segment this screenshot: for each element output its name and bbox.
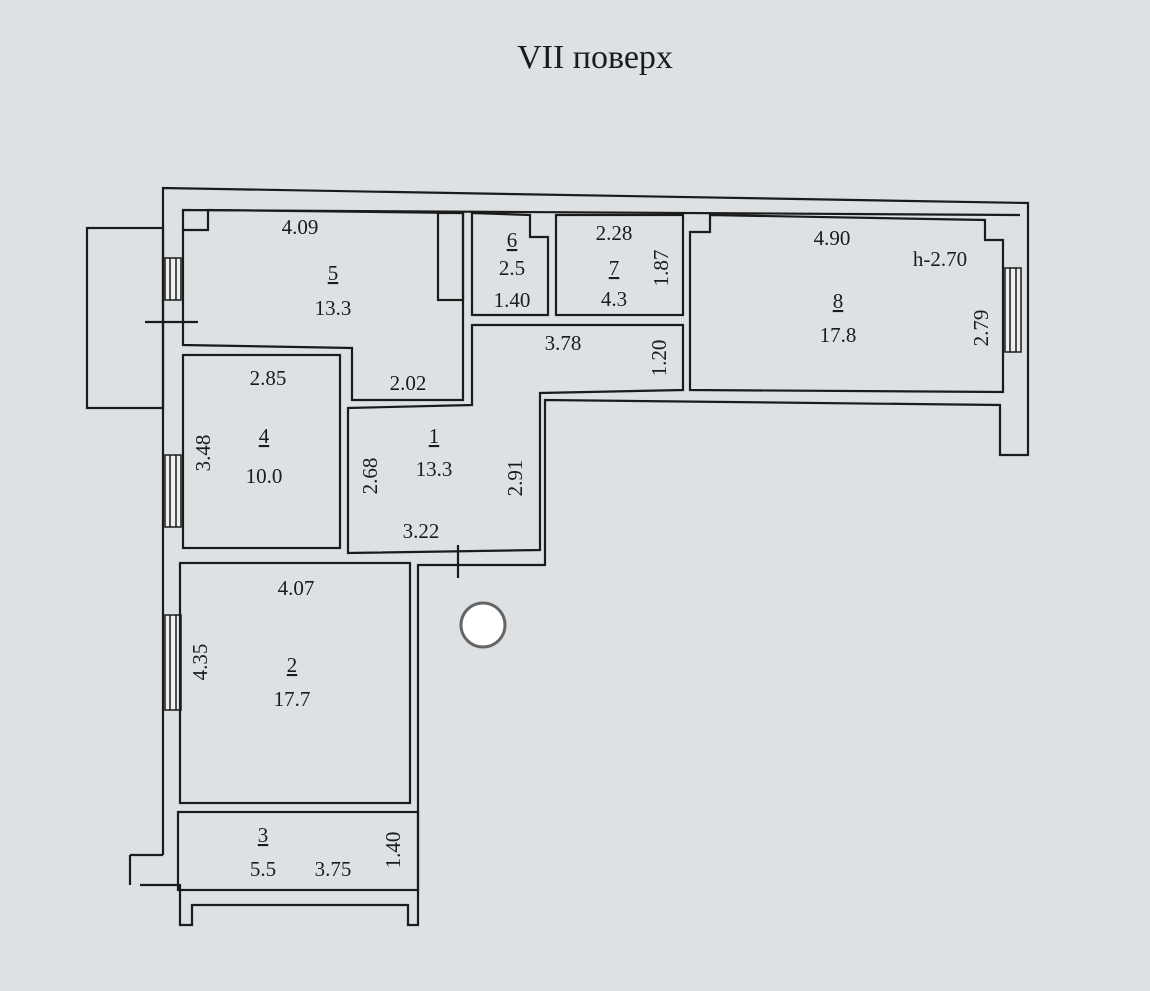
room-3: 3 5.5 3.75 1.40	[250, 823, 405, 881]
room-4-outline	[181, 353, 342, 550]
dimension: 2.28	[596, 221, 633, 245]
room-number: 7	[609, 256, 620, 280]
room-number: 5	[328, 261, 339, 285]
room-7-outline	[554, 213, 685, 317]
dimension: 3.78	[545, 331, 582, 355]
dimension: 4.90	[814, 226, 851, 250]
room-area: 4.3	[601, 287, 627, 311]
dimension: 2.79	[969, 310, 993, 347]
room-area: 10.0	[246, 464, 283, 488]
dimension: 3.48	[191, 435, 215, 472]
window-room-5	[164, 257, 182, 301]
room-number: 4	[259, 424, 270, 448]
dimension: 4.09	[282, 215, 319, 239]
room-1: 3.78 1.20 2.68 1 13.3 2.91 3.22	[358, 331, 671, 543]
room-6-outline	[470, 211, 550, 317]
dimension: 2.68	[358, 458, 382, 495]
room-8-outline	[688, 213, 1005, 394]
room-2-outline	[178, 561, 412, 805]
dimension: 2.02	[390, 371, 427, 395]
dimension: 1.40	[494, 288, 531, 312]
balcony	[85, 226, 165, 410]
room-number: 8	[833, 289, 844, 313]
dimension: 2.85	[250, 366, 287, 390]
room-2: 4.07 4.35 2 17.7	[188, 576, 314, 711]
room-number: 1	[429, 424, 440, 448]
room-number: 6	[507, 228, 518, 252]
ceiling-height: h-2.70	[913, 247, 967, 271]
entrance-marker	[459, 601, 507, 649]
dimension: 3.75	[315, 857, 352, 881]
dimension: 1.40	[381, 832, 405, 869]
dimension: 2.91	[503, 460, 527, 497]
room-1-outline	[346, 323, 685, 555]
dimension: 1.20	[647, 340, 671, 377]
window-room-4	[164, 454, 182, 528]
room-3-outline	[176, 810, 420, 892]
room-area: 2.5	[499, 256, 525, 280]
room-area: 13.3	[315, 296, 352, 320]
room-5-outline	[181, 208, 465, 402]
floor-title: VII поверх	[517, 39, 673, 76]
room-area: 5.5	[250, 857, 276, 881]
room-8: 4.90 h-2.70 8 17.8 2.79	[814, 226, 993, 347]
window-room-2	[164, 614, 182, 711]
room-area: 17.8	[820, 323, 857, 347]
room-number: 2	[287, 653, 298, 677]
room-area: 17.7	[274, 687, 311, 711]
windows	[164, 257, 1022, 711]
room-area: 13.3	[416, 457, 453, 481]
room-7: 2.28 7 4.3 1.87	[596, 221, 673, 311]
room-6: 6 2.5 1.40	[494, 228, 531, 312]
room-number: 3	[258, 823, 269, 847]
dimension: 1.87	[649, 250, 673, 287]
room-5: 5 13.3 4.09 2.02	[282, 215, 427, 395]
dimension: 3.22	[403, 519, 440, 543]
closet	[436, 211, 465, 302]
dimension: 4.35	[188, 644, 212, 681]
room-4: 2.85 3.48 4 10.0	[191, 366, 286, 488]
outer-walls	[85, 186, 1030, 927]
window-room-8	[1004, 267, 1022, 353]
dimension: 4.07	[278, 576, 315, 600]
